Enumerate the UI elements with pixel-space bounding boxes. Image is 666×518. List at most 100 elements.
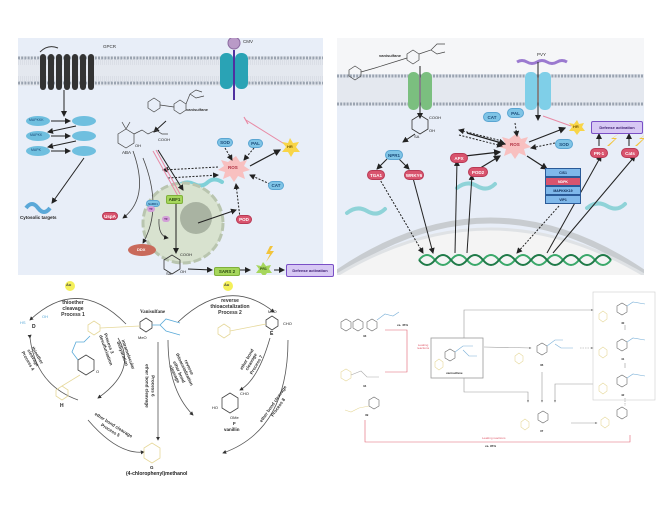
hr-burst-icon [282, 138, 300, 157]
mapkk-label: MAPKK [30, 133, 43, 137]
compound-e-label: E [270, 331, 274, 337]
panel-degradation-cycle: Au Au thioether cleavage Process 1 rever… [18, 280, 323, 480]
uspa-node: UspA [102, 212, 118, 220]
defense-activation-box: Defense activation [591, 121, 643, 134]
compound-number-41: 41 [621, 357, 625, 361]
mapkkk19-box: MAPKKK19 [545, 186, 581, 195]
tga1-node: TGA1 [367, 170, 385, 180]
transporter-icon [408, 66, 432, 119]
leaking-bracket-bottom [364, 420, 631, 443]
ion-channel-icon [220, 50, 248, 100]
lightning-icon [607, 132, 621, 146]
degradation-cycle-drawing [27, 281, 289, 464]
cytosolic-targets-label: Cytosolic targets [20, 215, 57, 220]
aba-structure [117, 121, 168, 149]
compound-h-label: H [60, 403, 64, 409]
ho-group-f: HO [212, 405, 218, 410]
ros-label: ROS [228, 165, 238, 170]
hs-group: HS [20, 320, 26, 325]
pr1-label: PR1 [260, 267, 267, 271]
sod-node: SOD [217, 138, 233, 147]
mapk-cascade [26, 116, 96, 204]
vanisulfane-structure [147, 89, 205, 115]
ddx-label: DDX [137, 247, 146, 252]
gpcr-receptor-icon [39, 46, 94, 90]
pal-node: PAL [507, 108, 524, 118]
vip1-box: VIP1 [545, 195, 581, 204]
yield-bottom-label: ca. 95% [485, 444, 497, 448]
vanisulfane-label: vanisulfane [379, 53, 402, 58]
compound-g-name: (4-chlorophenyl)methanol [126, 471, 188, 477]
pr-1-node: PR-1 [590, 148, 608, 158]
apx-node: APX [450, 153, 468, 163]
ome-group-f: OMe [230, 415, 239, 420]
sa-cooh-label: COOH [429, 115, 441, 120]
yield-top-label: ca. 45% [397, 323, 409, 327]
tf-node-2: TF [162, 216, 170, 222]
cmv-virus-icon [227, 38, 241, 50]
dna-helix-icon [418, 254, 612, 266]
o-group: O [96, 369, 100, 374]
vanisulfane-box-label: vanisulfane [446, 371, 463, 375]
pal-node: PAL [248, 139, 263, 148]
mapkkk-label: MAPKKK [29, 118, 44, 122]
meo-group: MeO [138, 335, 147, 340]
ndpk-box: NDPK [545, 177, 581, 186]
pvy-label: PVY [537, 52, 547, 57]
hr-burst-icon [569, 120, 585, 135]
nuclear-envelope [337, 217, 644, 275]
ros-burst-icon [218, 156, 250, 182]
vanisulfane-box [430, 337, 484, 379]
cat-node: CAT [268, 181, 284, 190]
process6-label: Process 6 ether bond cleavage [144, 364, 156, 408]
ros-burst-icon [499, 133, 531, 159]
intermediate-structure [55, 335, 95, 401]
ion-channel-icon [525, 62, 551, 121]
au-catalyst-icon [223, 281, 233, 291]
leaking-bracket-left [385, 329, 408, 373]
cmv-pathway-drawing [18, 38, 323, 275]
endoplasmic-reticulum-icon [345, 181, 627, 216]
pod2-node: POD2 [468, 167, 488, 177]
cats-node: Cats [621, 148, 639, 158]
aba-oh-label: OH [135, 143, 141, 148]
sa-label: SA [414, 134, 420, 139]
panel-cmv-pathway: GPCR CMV vanisulfane MAPKKK MAPKK MAPK C… [18, 38, 334, 277]
oh-group: OH [42, 314, 48, 319]
compound-number-40: 40 [621, 321, 625, 325]
cho-group-e: CHO [283, 321, 292, 326]
lightning-icon [266, 246, 274, 262]
compound-e-structure [217, 315, 279, 339]
vanillin-structure [221, 392, 239, 414]
ros-label: ROS [510, 142, 520, 147]
cell-membrane [18, 56, 323, 86]
meo-group-e: MeO [268, 309, 277, 314]
compound-number-42: 42 [621, 393, 625, 397]
vanisulfane-structure [348, 43, 446, 81]
tf-node-1: TF [147, 206, 155, 212]
panel-leaking-reactions: Leaking reactions ca. 45% vanisulfane Le… [335, 280, 660, 460]
npr1-node: NPR1 [385, 150, 403, 160]
compound-number-33: 33 [363, 334, 367, 338]
cmv-label: CMV [243, 39, 253, 44]
compound-d-label: D [32, 324, 36, 330]
lightning-icon [635, 135, 644, 146]
compound-number-37: 37 [540, 429, 544, 433]
sars2-node: SARS 2 [214, 267, 240, 276]
products-box [592, 291, 656, 401]
sa-label: SA [166, 271, 172, 276]
hr-label: HR [573, 124, 579, 129]
leaking-reactions-label-bottom: Leaking reactions [482, 436, 506, 440]
compound-number-36: 36 [540, 363, 544, 367]
defense-activation-box: Defense activation [286, 264, 334, 277]
aba-cooh-label: COOH [158, 137, 170, 142]
wrky6-node: WRKY6 [404, 170, 424, 180]
compound-f-label: F [233, 421, 236, 426]
protein-stack: CIS1 NDPK MAPKKK19 VIP1 [545, 168, 581, 204]
au-label-2: Au [224, 282, 230, 287]
sa-cooh-label: COOH [180, 252, 192, 257]
mapk-label: MAPK [31, 148, 41, 152]
compound-g-label: G [150, 465, 154, 470]
abf1-node: ABF1 [166, 195, 183, 204]
cytosolic-target-icon [24, 202, 52, 214]
